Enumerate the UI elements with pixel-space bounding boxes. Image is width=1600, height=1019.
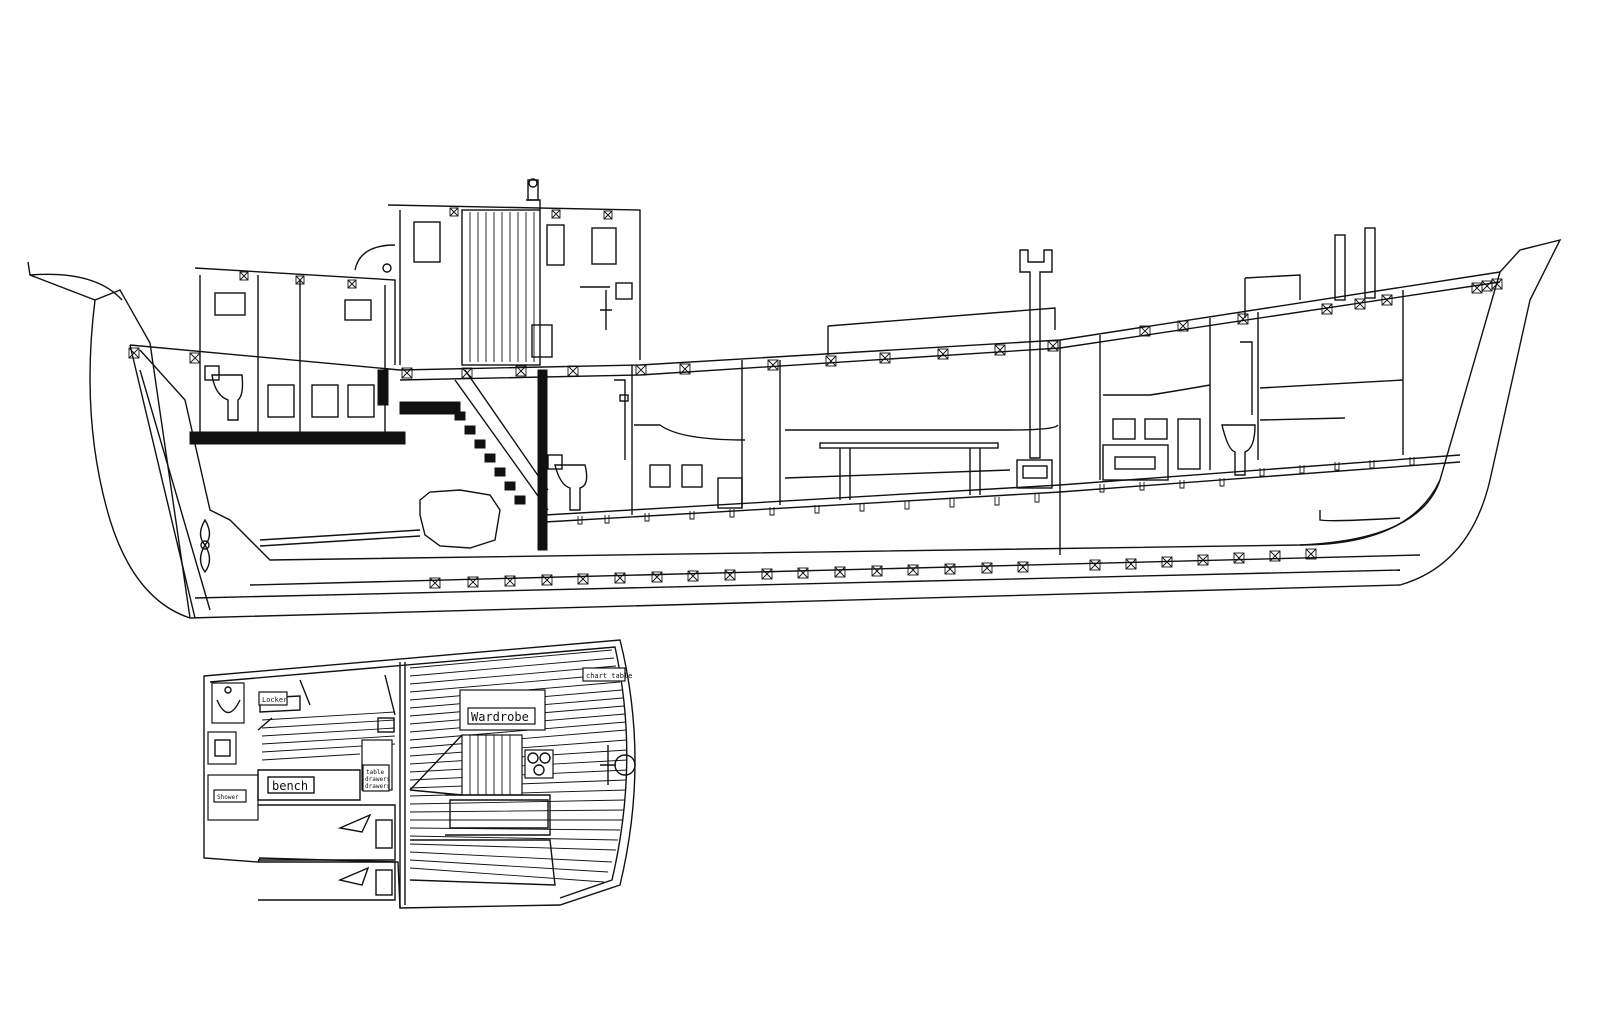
ship-profile <box>27 178 1562 619</box>
stair-icon <box>454 369 549 551</box>
toilet-icon <box>1221 424 1256 476</box>
toilet-icon <box>204 365 244 421</box>
label-chart-table: chart table <box>586 672 632 680</box>
forward-cabin <box>1059 227 1404 555</box>
keel-frames <box>429 548 1317 589</box>
mast-panel <box>461 209 541 366</box>
label-shower: Shower <box>217 794 239 801</box>
shower-icon <box>614 379 629 460</box>
label-wardrobe: Wardrobe <box>471 710 529 724</box>
deck-plan: chart table Wardrobe Locker bench Shower… <box>203 639 636 909</box>
saloon <box>634 307 1059 509</box>
label-locker: Locker <box>262 696 287 704</box>
plan-outline <box>203 639 636 909</box>
midship-bathroom <box>547 365 633 515</box>
propeller-icon <box>199 518 211 574</box>
aft-cabin <box>189 244 461 445</box>
engine-icon <box>259 489 501 549</box>
label-bench: bench <box>272 779 308 793</box>
label-drawers-2: drawers <box>365 783 391 790</box>
label-drawers-1: drawers <box>365 776 391 783</box>
floor-brackets <box>577 457 1415 525</box>
sheer-line <box>129 271 1501 371</box>
deck-frames <box>128 207 1503 379</box>
toilet-icon <box>547 454 588 511</box>
hull-outline <box>27 238 1562 619</box>
sink-icon <box>524 749 554 779</box>
shower-icon <box>1240 341 1253 415</box>
label-table: table <box>366 769 384 776</box>
stair-icon <box>409 734 523 796</box>
stove-icon <box>1016 249 1053 489</box>
plan-planking <box>261 649 628 883</box>
wheelhouse <box>387 178 641 551</box>
